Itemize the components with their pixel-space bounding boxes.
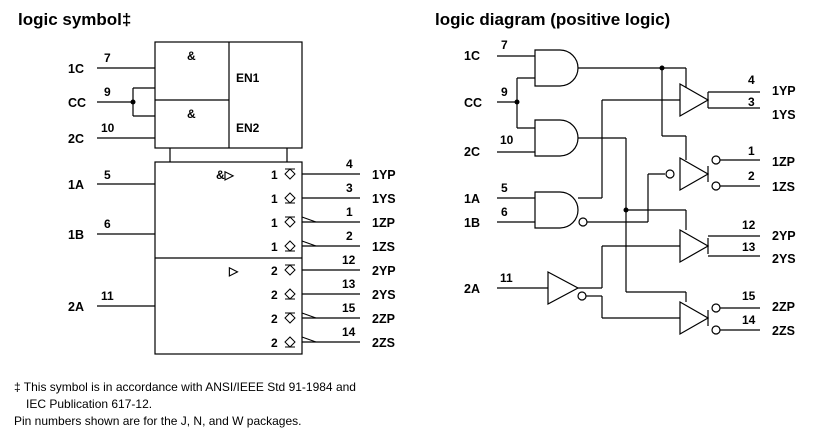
diagram-output-1ys: 1YS xyxy=(772,108,796,122)
en2-label: EN2 xyxy=(236,121,260,135)
and-gate-3 xyxy=(534,191,579,229)
footnote-line-2: IEC Publication 617-12. xyxy=(26,397,153,411)
output-symbol-icon xyxy=(284,264,296,276)
and-gate-2 xyxy=(534,119,579,157)
logic-diagram: 1C CC 2C 1A 1B 2A 7 9 10 5 6 11 4 3 1 2 … xyxy=(464,38,796,338)
dependency-number: 2 xyxy=(271,312,278,326)
dependency-number: 2 xyxy=(271,336,278,350)
symbol-input-1c: 1C xyxy=(68,62,84,76)
pin-number: 7 xyxy=(501,38,508,52)
diagram-input-1c: 1C xyxy=(464,49,480,63)
pin-number: 10 xyxy=(500,133,514,147)
pin-number: 12 xyxy=(742,218,756,232)
output-symbol-icon xyxy=(284,288,296,300)
output-buffer-2y xyxy=(679,228,710,264)
logic-symbol: & EN1 & EN2 &▷ ▷ 1C CC 2C 1A 1B 2A 7 9 1… xyxy=(68,41,396,355)
pin-number: 9 xyxy=(501,85,508,99)
pin-number: 7 xyxy=(104,51,111,65)
dependency-number: 1 xyxy=(271,240,278,254)
pin-number: 13 xyxy=(742,240,756,254)
symbol-output-1zp: 1ZP xyxy=(372,216,395,230)
symbol-output-2zs: 2ZS xyxy=(372,336,395,350)
output-symbol-icon xyxy=(284,192,296,204)
dependency-number: 2 xyxy=(271,264,278,278)
footnote-line-3: Pin numbers shown are for the J, N, and … xyxy=(14,414,302,428)
symbol-output-2yp: 2YP xyxy=(372,264,396,278)
diagram-output-1zs: 1ZS xyxy=(772,180,795,194)
pin-number: 14 xyxy=(742,313,756,327)
buffer-label: ▷ xyxy=(228,264,239,278)
symbol-output-1yp: 1YP xyxy=(372,168,396,182)
dependency-number: 1 xyxy=(271,192,278,206)
pin-number: 9 xyxy=(104,85,111,99)
output-symbol-icon xyxy=(284,336,296,348)
and-gate-1 xyxy=(534,49,579,87)
pin-number: 13 xyxy=(342,277,356,291)
diagram-input-2a: 2A xyxy=(464,282,480,296)
symbol-input-1b: 1B xyxy=(68,228,84,242)
pin-number: 6 xyxy=(501,205,508,219)
output-symbol-icon xyxy=(284,312,296,324)
symbol-input-1a: 1A xyxy=(68,178,84,192)
diagram-output-2ys: 2YS xyxy=(772,252,796,266)
diagram-input-1a: 1A xyxy=(464,192,480,206)
pin-number: 4 xyxy=(748,73,755,87)
pin-number: 12 xyxy=(342,253,356,267)
diagram-input-cc: CC xyxy=(464,96,482,110)
diagram-output-2zp: 2ZP xyxy=(772,300,795,314)
pin-number: 3 xyxy=(748,95,755,109)
symbol-output-1ys: 1YS xyxy=(372,192,396,206)
output-symbol-icon xyxy=(284,216,296,228)
pin-number: 2 xyxy=(748,169,755,183)
diagram-output-2yp: 2YP xyxy=(772,229,796,243)
diagram-input-2c: 2C xyxy=(464,145,480,159)
en1-label: EN1 xyxy=(236,71,260,85)
output-symbol-icon xyxy=(284,240,296,252)
right-title: logic diagram (positive logic) xyxy=(435,10,671,29)
output-buffer-2z xyxy=(679,300,710,336)
pin-number: 2 xyxy=(346,229,353,243)
footnote-line-1: ‡ This symbol is in accordance with ANSI… xyxy=(14,380,356,394)
pin-number: 1 xyxy=(346,205,353,219)
pin-number: 14 xyxy=(342,325,356,339)
symbol-output-2ys: 2YS xyxy=(372,288,396,302)
diagram-output-1yp: 1YP xyxy=(772,84,796,98)
symbol-input-2c: 2C xyxy=(68,132,84,146)
and-label: & xyxy=(187,49,196,63)
diagram-output-1zp: 1ZP xyxy=(772,155,795,169)
pin-number: 15 xyxy=(342,301,356,315)
pin-number: 10 xyxy=(101,121,115,135)
output-buffer-1z xyxy=(679,156,710,192)
pin-number: 5 xyxy=(501,181,508,195)
diagram-input-1b: 1B xyxy=(464,216,480,230)
symbol-output-2zp: 2ZP xyxy=(372,312,395,326)
output-symbol-icon xyxy=(284,168,296,180)
pin-number: 4 xyxy=(346,157,353,171)
output-buffer-1y xyxy=(679,82,710,118)
symbol-input-cc: CC xyxy=(68,96,86,110)
symbol-input-2a: 2A xyxy=(68,300,84,314)
and-buffer-label: &▷ xyxy=(216,168,235,182)
symbol-output-1zs: 1ZS xyxy=(372,240,395,254)
pin-number: 5 xyxy=(104,168,111,182)
pin-number: 1 xyxy=(748,144,755,158)
pin-number: 11 xyxy=(101,289,114,303)
and-label: & xyxy=(187,107,196,121)
pin-number: 11 xyxy=(500,271,513,285)
left-title: logic symbol‡ xyxy=(18,10,132,29)
inversion-bubble xyxy=(578,217,588,227)
dependency-number: 1 xyxy=(271,216,278,230)
pin-number: 6 xyxy=(104,217,111,231)
dependency-number: 1 xyxy=(271,168,278,182)
pin-number: 3 xyxy=(346,181,353,195)
input-buffer-2a xyxy=(547,271,580,305)
diagram-output-2zs: 2ZS xyxy=(772,324,795,338)
dependency-number: 2 xyxy=(271,288,278,302)
pin-number: 15 xyxy=(742,289,756,303)
